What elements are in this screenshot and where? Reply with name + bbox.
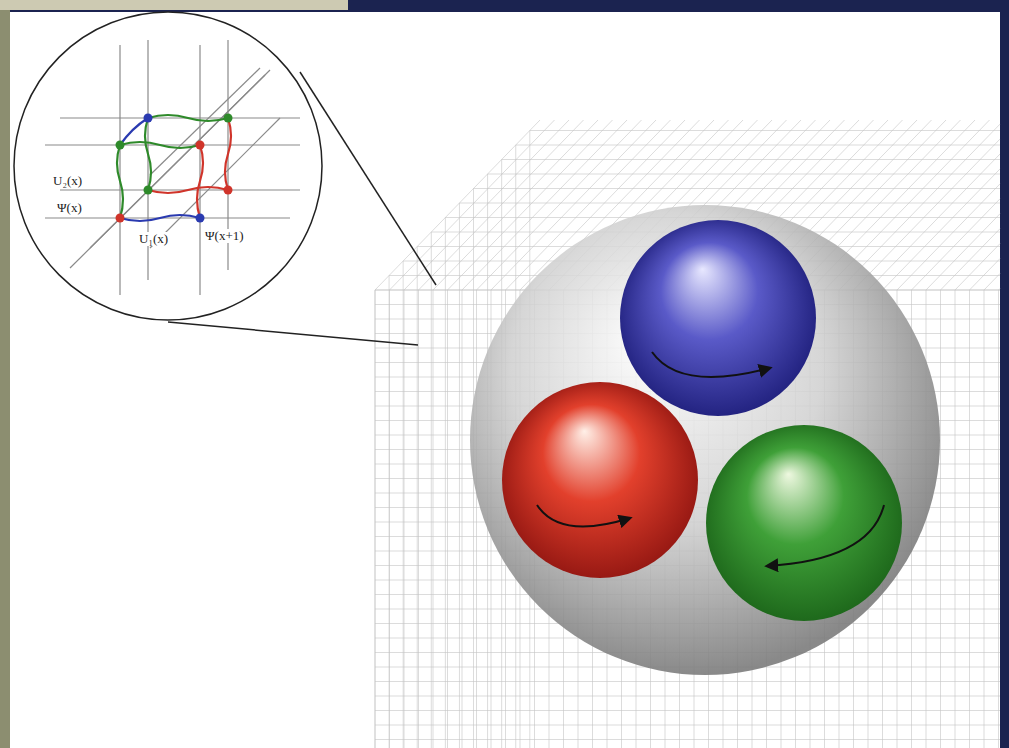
grid-line: [375, 739, 1000, 740]
side-strip: [0, 10, 10, 748]
grid-line: [984, 274, 1000, 290]
grid-line: [955, 290, 956, 748]
grid-line: [433, 290, 434, 748]
inset-lattice: [45, 40, 300, 295]
grid-line: [530, 130, 1000, 131]
corner-tab: [0, 0, 348, 10]
grid-line: [418, 290, 419, 748]
grid-line: [941, 229, 1001, 290]
grid-line: [476, 290, 477, 748]
grid-line: [955, 244, 1000, 290]
grid-line: [375, 725, 1000, 726]
grid-line: [375, 290, 376, 748]
grid-line: [998, 290, 999, 748]
grid-line: [403, 261, 404, 748]
symbol-label: U₁(x): [138, 232, 169, 246]
green-quark: [706, 425, 902, 621]
grid-line: [883, 169, 1001, 290]
proton-sphere: [470, 205, 940, 675]
link-variables: [117, 115, 231, 221]
grid-line: [459, 203, 460, 748]
grid-line: [868, 154, 1000, 290]
symbol-label: Ψ(x+1): [204, 229, 245, 243]
grid-line: [474, 188, 1000, 189]
panel: [10, 12, 1000, 748]
grid-line: [417, 247, 418, 748]
grid-line: [375, 696, 1000, 697]
grid-line: [375, 681, 1000, 682]
grid-line: [516, 145, 1000, 146]
grid-line: [984, 290, 985, 748]
grid-line: [854, 139, 1001, 290]
grid-line: [940, 290, 941, 748]
grid-line: [462, 290, 463, 748]
blue-quark: [620, 220, 816, 416]
lattice-grid: [375, 120, 1000, 748]
grid-line: [502, 159, 1000, 160]
grid-line: [839, 124, 1000, 290]
grid-line: [447, 290, 448, 748]
symbol-label: Ψ(x): [56, 201, 83, 215]
spin-arrow: [767, 505, 884, 566]
grid-line: [375, 710, 1000, 711]
grid-line: [375, 290, 376, 748]
zoom-line: [168, 322, 418, 345]
lattice-sites: [116, 114, 233, 223]
red-quark: [502, 382, 698, 578]
grid-line: [404, 290, 405, 748]
grid-line: [459, 203, 1000, 204]
spin-arrow: [652, 352, 770, 377]
grid-line: [970, 259, 1001, 290]
grid-line: [969, 290, 970, 748]
spin-arrow: [537, 505, 630, 526]
symbol-label: U₂(x): [52, 174, 83, 188]
grid-line: [445, 218, 446, 748]
grid-line: [897, 184, 1000, 290]
grid-line: [389, 276, 390, 748]
grid-line: [912, 199, 1001, 290]
inset-circle: [14, 12, 322, 320]
grid-line: [926, 214, 1000, 290]
grid-line: [431, 232, 432, 748]
grid-line: [488, 174, 1000, 175]
